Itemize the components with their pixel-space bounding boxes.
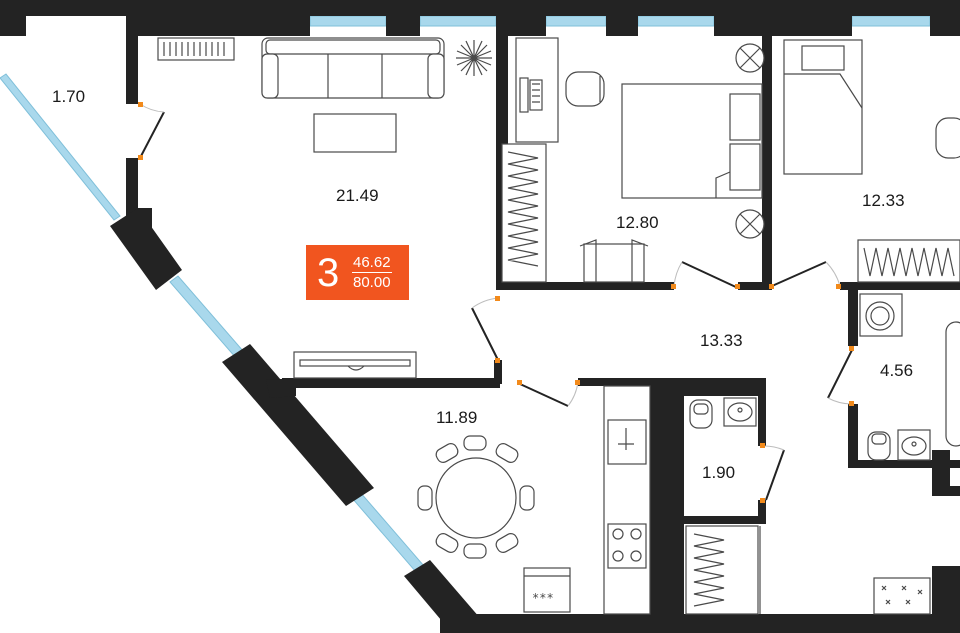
- door-bathroom-large: [827, 349, 853, 399]
- door-kitchen: [519, 383, 569, 407]
- plant-icon: [456, 40, 492, 76]
- window-kitchen-diagonal: [351, 491, 425, 573]
- desk: [515, 37, 559, 143]
- window-living-diagonal: [169, 275, 245, 359]
- window-top-2: [419, 15, 497, 27]
- wardrobe-bedroom-2: [857, 239, 960, 283]
- room-area-bedroom-2: 12.33: [862, 191, 905, 210]
- doors: [139, 111, 853, 501]
- tv-unit: [293, 351, 417, 379]
- window-top-1: [309, 15, 387, 27]
- window-top-4: [637, 15, 715, 27]
- room-area-bathroom-small: 1.90: [702, 463, 735, 482]
- window-top-3: [545, 15, 607, 27]
- wardrobe-hall: [685, 525, 761, 615]
- rooms-count: 3: [317, 250, 340, 295]
- apartment-badge: 3 46.62 80.00: [306, 245, 409, 300]
- room-area-bedroom-1: 12.80: [616, 213, 659, 232]
- radiator: [157, 37, 235, 61]
- room-area-balcony: 1.70: [52, 87, 85, 106]
- bathtub: [945, 321, 960, 447]
- room-area-living-room: 21.49: [336, 186, 379, 205]
- room-area-kitchen: 11.89: [436, 408, 477, 427]
- living-area: 46.62: [352, 253, 392, 273]
- kitchen-counter: [603, 385, 651, 615]
- lamp-icon: [735, 43, 765, 239]
- door-markers: [138, 102, 854, 503]
- window-balcony-diagonal: [0, 73, 121, 221]
- washing-machine-icon: [859, 293, 903, 337]
- furniture: ***: [157, 37, 960, 615]
- window-top-5: [851, 15, 931, 27]
- toilet-icon: [867, 431, 891, 461]
- door-living: [471, 307, 499, 361]
- total-area: 80.00: [353, 273, 391, 291]
- room-area-hallway: 13.33: [700, 331, 743, 350]
- dining-table: [417, 435, 535, 559]
- armchair: [579, 239, 649, 283]
- coffee-table: [313, 113, 397, 153]
- chair-icon: [935, 117, 960, 159]
- double-bed: [621, 83, 763, 199]
- room-area-bathroom-large: 4.56: [880, 361, 913, 380]
- svg-text:***: ***: [532, 591, 554, 605]
- hob-icon: [873, 577, 931, 615]
- toilet-icon: [689, 399, 713, 429]
- door-bathroom-small: [765, 449, 785, 501]
- sink-icon: [723, 397, 757, 427]
- door-balcony: [139, 111, 165, 159]
- chair-icon: [565, 71, 605, 107]
- sink-icon: [897, 429, 931, 461]
- sofa: [261, 37, 445, 99]
- badge-areas: 46.62 80.00: [352, 253, 392, 291]
- door-bedroom-2: [771, 261, 827, 287]
- single-bed: [783, 39, 863, 175]
- door-bedroom-1: [681, 261, 739, 289]
- wardrobe-bedroom-1: [501, 143, 547, 283]
- stove-icon: ***: [523, 567, 571, 613]
- room-labels: 1.70 21.49 12.80 12.33 13.33 4.56 11.89 …: [52, 87, 913, 482]
